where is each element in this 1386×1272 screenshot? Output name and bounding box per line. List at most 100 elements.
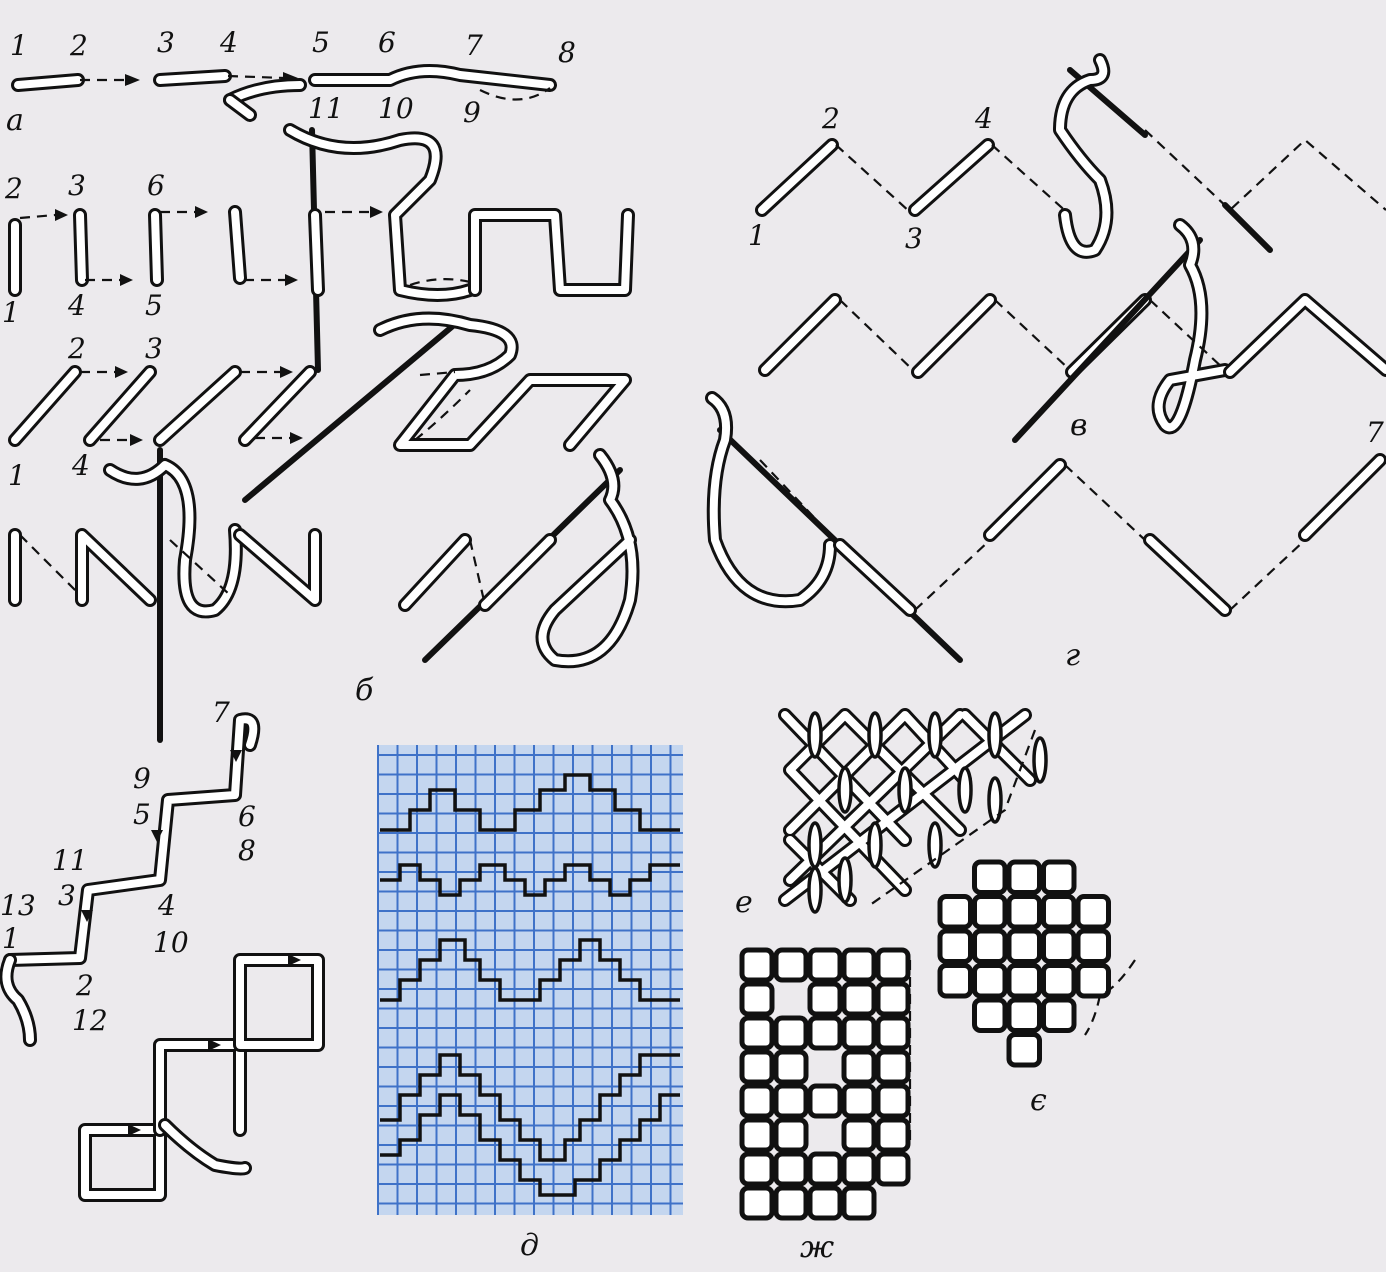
stitch-cell [844,1154,874,1184]
stitch-cell [776,1052,806,1082]
row-v-numbers: 1 2 3 4 7 [748,102,1384,449]
label-a: а [6,103,24,138]
num: 2 [69,29,88,62]
cross-block-ye [940,862,1135,1065]
num: 4 [67,289,86,322]
stitch-cell [776,1188,806,1218]
stitch-cell [940,897,971,928]
stitch-cell [844,950,874,980]
stitch-oval [869,823,881,867]
stitch-cell [975,862,1006,893]
step-stitch-upper [6,719,253,1040]
label-zh: ж [800,1230,834,1265]
num: 3 [145,332,163,365]
stitch-cell [1009,897,1040,928]
stitch-cell [878,1018,908,1048]
label-ye: є [1030,1083,1047,1118]
num: 4 [157,889,176,922]
row-g-zigzag [712,398,1380,660]
num: 6 [378,26,396,59]
stitch-cell [975,931,1006,962]
stitch-cell [940,966,971,997]
num: 10 [378,92,414,125]
stitch-cell [940,931,971,962]
stitch-cell [844,984,874,1014]
stitch-cell [1044,862,1075,893]
stitch-oval [959,768,971,812]
stitch-cell [844,1120,874,1150]
num: 5 [145,289,163,322]
stitch-oval [929,713,941,757]
num: 2 [75,969,94,1002]
stitch-cell [810,1154,840,1184]
stitch-cell [810,984,840,1014]
stitch-cell [1044,897,1075,928]
stitch-cell [975,1000,1006,1031]
stitch-oval [839,858,851,902]
step-stitch-squares [85,954,318,1195]
stitch-cell [1009,931,1040,962]
stitch-cell [776,950,806,980]
label-d: д [520,1228,539,1263]
stitch-oval [1034,738,1046,782]
stitch-cell [1078,931,1109,962]
stitch-oval [809,868,821,912]
num: 1 [748,219,766,252]
stitch-cell [844,1188,874,1218]
stitch-cell [878,1154,908,1184]
num: 7 [465,29,483,62]
num: 4 [71,449,90,482]
num: 3 [905,222,923,255]
num: 2 [821,102,840,135]
stitch-cell [1078,897,1109,928]
num: 6 [147,169,165,202]
row-b1-stitches [15,130,628,370]
row-b3-n-stitches [15,450,315,740]
label-b: б [355,673,374,708]
num: 5 [133,798,151,831]
stitch-cell [1044,966,1075,997]
num: 2 [4,172,23,205]
stitch-cell [776,1018,806,1048]
stitch-cell [878,984,908,1014]
label-g: г [1065,638,1080,673]
num: 3 [68,169,86,202]
stitch-cell [742,1018,772,1048]
num: 7 [212,696,230,729]
num: 11 [308,92,344,125]
num: 4 [219,26,238,59]
num: 3 [157,26,175,59]
stitch-cell [1009,1035,1040,1066]
stitch-cell [810,950,840,980]
num: 8 [558,36,576,69]
stitch-cell [844,1018,874,1048]
stitch-cell [810,1018,840,1048]
stitch-cell [1078,966,1109,997]
stitch-cell [742,1188,772,1218]
stitch-cell [776,1154,806,1184]
row-b4-slanted-needle [405,455,633,661]
stitch-cell [1009,1000,1040,1031]
num: 9 [133,762,151,795]
stitch-cell [742,1154,772,1184]
stitch-cell [975,897,1006,928]
stitch-oval [809,713,821,757]
stitch-cell [742,1052,772,1082]
label-v: в [1070,408,1087,443]
stitch-oval [989,713,1001,757]
stitch-oval [839,768,851,812]
letter-b-block-zh [742,950,910,1218]
stitch-cell [1044,1000,1075,1031]
stitch-cell [1009,966,1040,997]
stitch-oval [869,713,881,757]
num: 8 [238,834,256,867]
num: 13 [0,889,36,922]
stitch-cell [844,1052,874,1082]
stitch-cell [742,1086,772,1116]
label-e: е [735,885,753,920]
num: 1 [8,459,26,492]
stitch-cell [810,1086,840,1116]
num: 1 [2,922,20,955]
num: 1 [10,29,28,62]
